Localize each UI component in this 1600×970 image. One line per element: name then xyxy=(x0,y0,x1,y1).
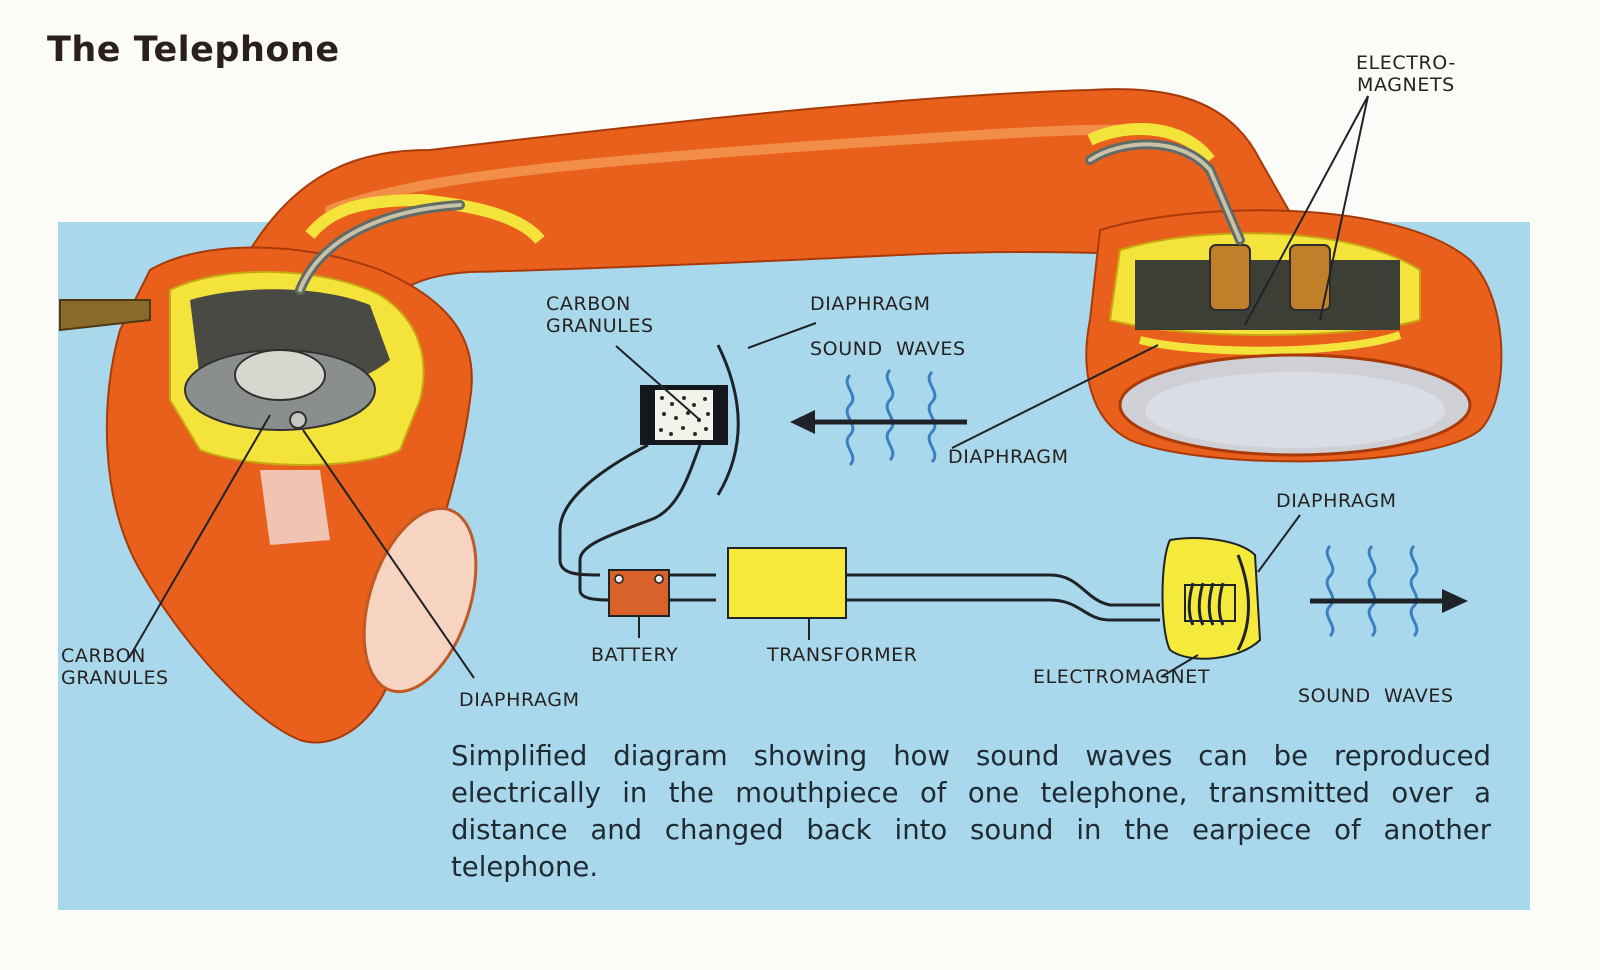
label-carbon-granules-left: CARBON GRANULES xyxy=(61,645,169,689)
label-diaphragm-mouthpiece: DIAPHRAGM xyxy=(459,689,580,711)
page-title: The Telephone xyxy=(47,30,340,70)
label-transformer: TRANSFORMER xyxy=(767,644,918,666)
label-sound-waves-bottom: SOUND WAVES xyxy=(1298,685,1454,707)
caption: Simplified diagram showing how sound wav… xyxy=(451,740,1491,883)
sound-waves-bottom xyxy=(1325,544,1419,638)
label-diaphragm-center: DIAPHRAGM xyxy=(810,293,931,315)
handset xyxy=(59,88,1503,744)
leader-lines xyxy=(128,95,1369,679)
label-battery: BATTERY xyxy=(591,644,679,666)
transformer-box xyxy=(727,547,847,619)
circuit-schematic xyxy=(558,344,1468,660)
sound-waves-top xyxy=(845,368,937,467)
label-diaphragm-receiver: DIAPHRAGM xyxy=(1276,490,1397,512)
label-carbon-granules-center: CARBON GRANULES xyxy=(546,293,654,337)
diaphragm-curve xyxy=(716,344,740,496)
label-diaphragm-earpiece: DIAPHRAGM xyxy=(948,446,1069,468)
label-electromagnets: ELECTRO- MAGNETS xyxy=(1356,52,1456,96)
label-electromagnet: ELECTROMAGNET xyxy=(1033,666,1211,688)
circuit-wire-top xyxy=(558,443,649,577)
label-sound-waves-top: SOUND WAVES xyxy=(810,338,966,360)
